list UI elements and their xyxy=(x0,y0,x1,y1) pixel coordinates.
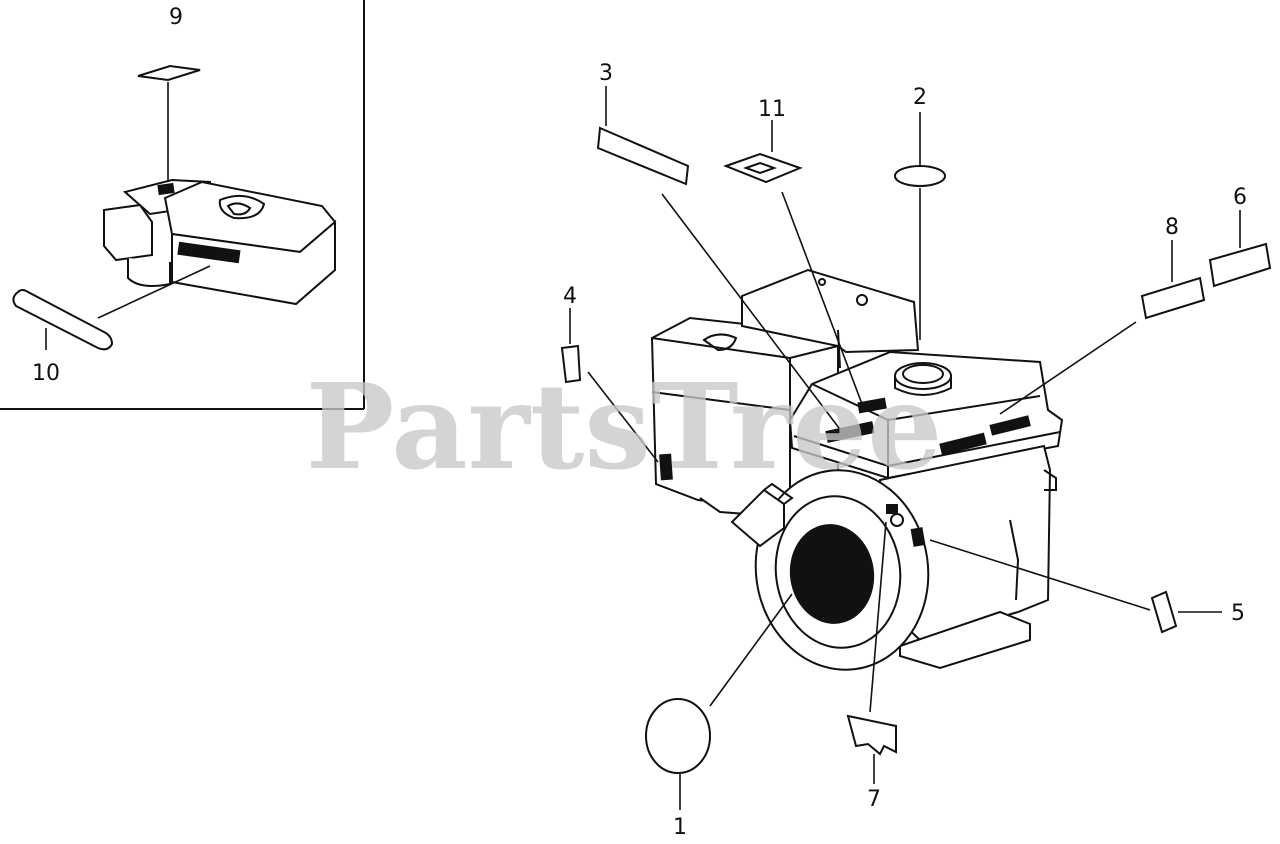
engine-body xyxy=(650,268,1064,671)
label-6-decal xyxy=(1208,210,1272,288)
label-7-decal xyxy=(846,521,897,784)
callout-7: 7 xyxy=(867,787,881,812)
callout-8: 8 xyxy=(1165,215,1179,240)
inset-frame xyxy=(0,0,365,410)
callout-1: 1 xyxy=(673,815,687,840)
callout-3: 3 xyxy=(599,61,613,86)
label-8-decal xyxy=(999,240,1206,415)
watermark-text: PartsTree xyxy=(306,357,943,496)
label-10-decal xyxy=(12,265,211,351)
callout-5: 5 xyxy=(1231,601,1245,626)
callout-6: 6 xyxy=(1233,185,1247,210)
callout-2: 2 xyxy=(913,85,927,110)
label-3-decal xyxy=(596,86,843,433)
label-5-decal xyxy=(929,539,1222,634)
callout-10: 10 xyxy=(32,361,60,386)
callout-9: 9 xyxy=(169,5,183,30)
label-1-decal xyxy=(645,593,793,810)
label-4-decal xyxy=(560,308,659,463)
callout-4: 4 xyxy=(563,284,577,309)
label-9-decal xyxy=(137,64,201,182)
callout-11: 11 xyxy=(758,97,786,122)
label-11-decal xyxy=(723,120,863,405)
inset-air-cleaner xyxy=(103,178,337,306)
label-2-decal xyxy=(894,112,946,340)
